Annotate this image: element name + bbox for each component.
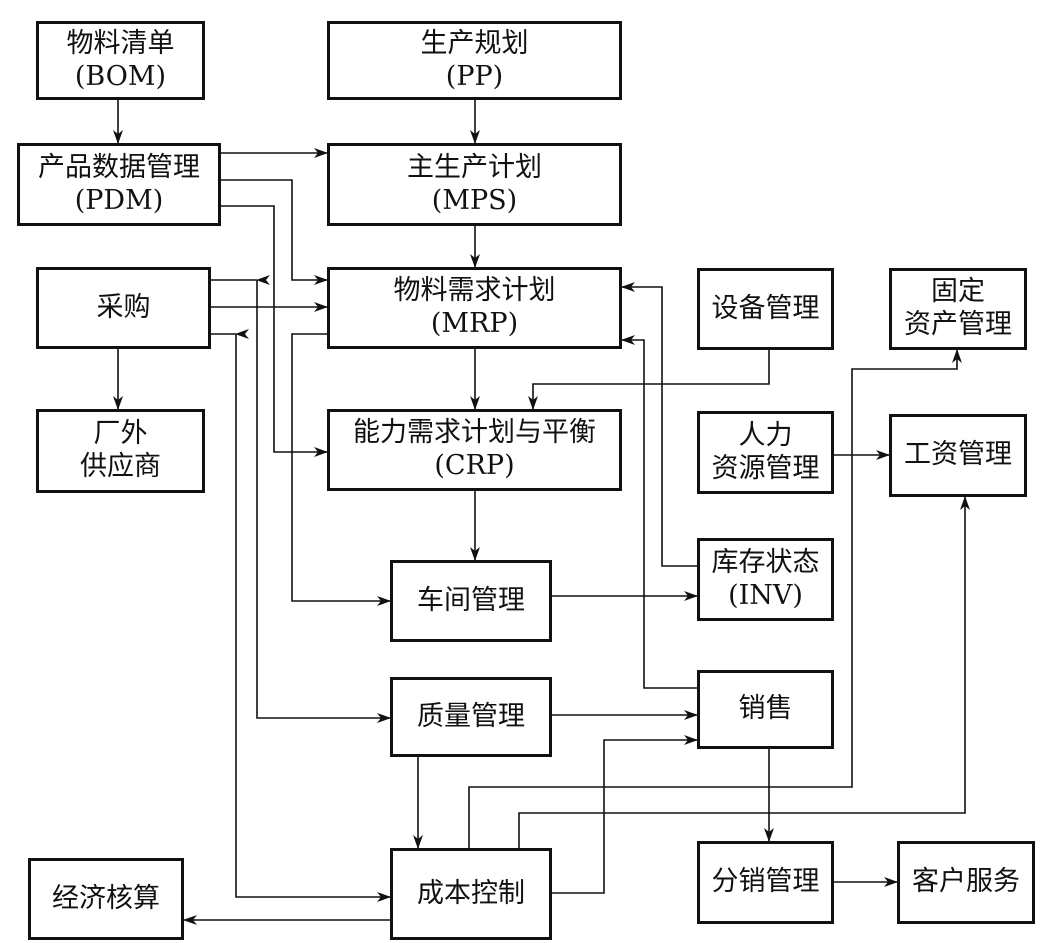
edge-pdm-crp	[221, 205, 328, 457]
edge-cost-payroll	[514, 496, 970, 861]
quality-label: 质量管理	[417, 700, 525, 732]
crp-box: 能力需求计划与平衡 (CRP)	[327, 409, 622, 491]
hr-label-2: 资源管理	[711, 452, 820, 484]
equipment-label: 设备管理	[711, 292, 820, 324]
workshop-label: 车间管理	[417, 584, 525, 616]
inventory-code: (INV)	[728, 579, 803, 611]
supplier-label-1: 厂外	[93, 418, 148, 450]
fixed-assets-box: 固定 资产管理	[889, 268, 1027, 350]
mrp-label: 物料需求计划	[393, 275, 556, 307]
accounting-label: 经济核算	[52, 882, 160, 914]
hr-box: 人力 资源管理	[697, 411, 834, 494]
pp-code: (PP)	[445, 60, 504, 92]
edge-sales-mrp	[621, 335, 697, 689]
pp-label: 生产规划	[420, 27, 529, 59]
pdm-box: 产品数据管理 (PDM)	[17, 143, 221, 226]
purchase-box: 采购	[36, 267, 211, 349]
bom-box: 物料清单 (BOM)	[36, 21, 205, 100]
pp-box: 生产规划 (PP)	[327, 21, 622, 100]
fixed-assets-label-1: 固定	[931, 276, 985, 308]
distribution-label: 分销管理	[711, 866, 820, 898]
edge-cost-sales	[552, 735, 698, 894]
service-label: 客户服务	[912, 866, 1020, 898]
inventory-box: 库存状态 (INV)	[697, 538, 834, 621]
crp-label: 能力需求计划与平衡	[353, 417, 596, 449]
mps-code: (MPS)	[431, 184, 518, 216]
mrp-code: (MRP)	[430, 308, 519, 339]
cost-box: 成本控制	[390, 848, 552, 940]
bom-label: 物料清单	[66, 27, 175, 59]
edge-inventory-mrp	[621, 282, 697, 567]
edge-equipment-crp	[528, 337, 774, 410]
payroll-box: 工资管理	[889, 414, 1027, 497]
supplier-label-2: 供应商	[80, 451, 161, 482]
hr-label-1: 人力	[738, 419, 793, 451]
distribution-box: 分销管理	[697, 841, 834, 924]
supplier-box: 厂外 供应商	[36, 409, 205, 493]
purchase-label: 采购	[96, 291, 151, 323]
accounting-box: 经济核算	[28, 858, 184, 940]
mps-label: 主生产计划	[407, 151, 542, 183]
pdm-label: 产品数据管理	[38, 151, 200, 183]
equipment-box: 设备管理	[697, 268, 834, 350]
inventory-label: 库存状态	[711, 546, 820, 578]
payroll-label: 工资管理	[904, 439, 1012, 471]
sales-label: 销售	[738, 693, 793, 725]
mrp-box: 物料需求计划 (MRP)	[327, 267, 622, 349]
sales-box: 销售	[697, 670, 834, 749]
workshop-box: 车间管理	[390, 560, 552, 642]
quality-box: 质量管理	[390, 677, 552, 757]
fixed-assets-label-2: 资产管理	[904, 309, 1012, 340]
crp-code: (CRP)	[434, 450, 515, 481]
edge-purchase-cost	[211, 334, 390, 897]
bom-code: (BOM)	[74, 60, 167, 92]
mps-box: 主生产计划 (MPS)	[327, 143, 622, 226]
pdm-code: (PDM)	[74, 184, 164, 216]
service-box: 客户服务	[897, 841, 1035, 924]
cost-label: 成本控制	[417, 877, 525, 909]
